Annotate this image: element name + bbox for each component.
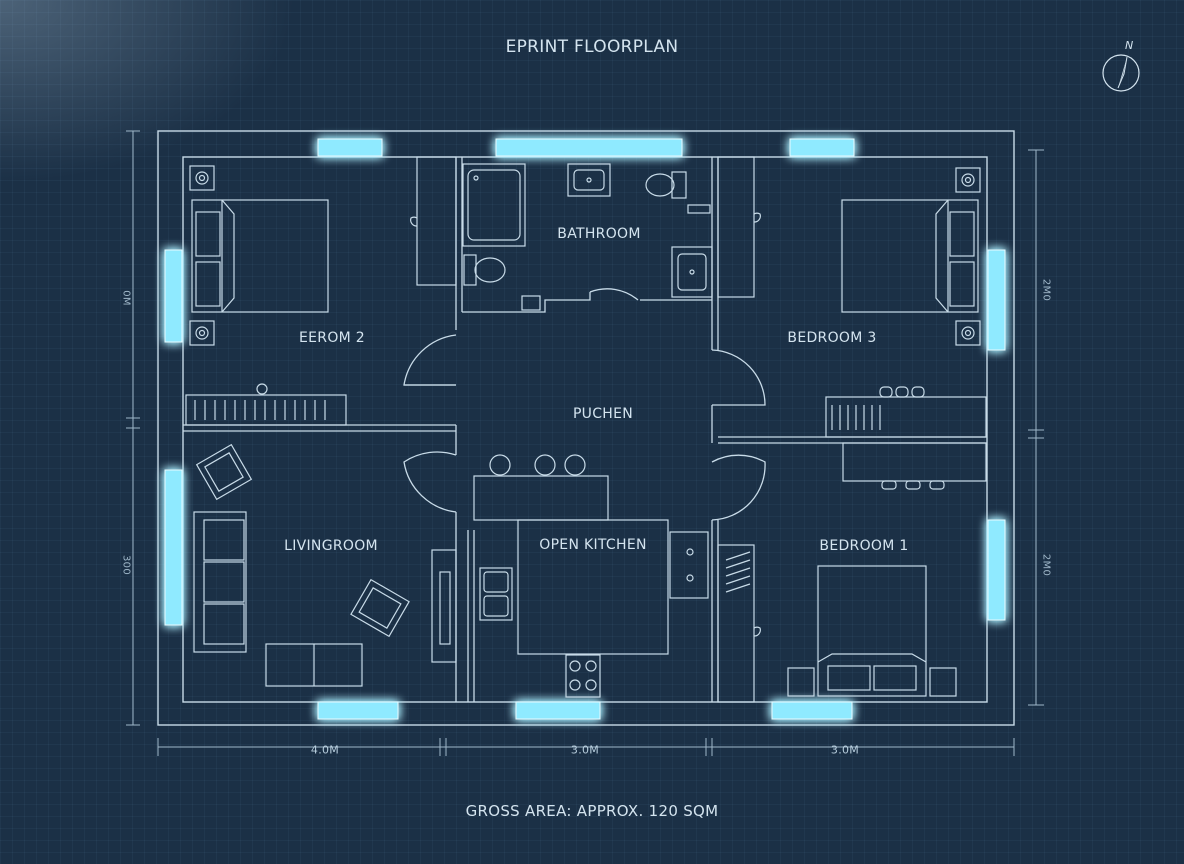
nightstand-icon bbox=[189, 165, 215, 346]
bedroom3-furniture bbox=[717, 156, 987, 438]
dimension-right-lower: 2M0 bbox=[1040, 553, 1052, 577]
window-right-2 bbox=[987, 519, 1006, 621]
room-label-bathroom: BATHROOM bbox=[557, 226, 641, 242]
bed-icon bbox=[817, 565, 927, 697]
toilet-icon bbox=[463, 171, 687, 286]
sofa-icon bbox=[193, 511, 247, 653]
dimension-bottom-right: 3.0M bbox=[830, 743, 860, 757]
nightstand-icon bbox=[787, 667, 815, 697]
bathtub-icon bbox=[462, 163, 526, 247]
wardrobe bbox=[717, 156, 755, 298]
dimension-lines bbox=[126, 130, 1044, 756]
room-label-bedroom2: EEROM 2 bbox=[299, 330, 365, 346]
room-label-hall: PUCHEN bbox=[572, 406, 634, 422]
bedroom2-furniture bbox=[185, 156, 457, 426]
window-right-1 bbox=[987, 249, 1006, 351]
stool-icon bbox=[564, 454, 586, 476]
stool-icon bbox=[534, 454, 556, 476]
window-top-1 bbox=[317, 138, 383, 157]
dimension-bottom-left: 4.0M bbox=[310, 743, 340, 757]
dining-bench bbox=[842, 442, 987, 482]
north-arrow-icon: N bbox=[1100, 39, 1142, 94]
tv-unit bbox=[431, 549, 457, 663]
room-label-kitchen: OPEN KITCHEN bbox=[539, 537, 647, 553]
armchair-icon bbox=[195, 443, 410, 638]
bed-icon bbox=[841, 199, 979, 313]
window-top-2 bbox=[495, 138, 683, 157]
dining-area bbox=[473, 442, 987, 521]
window-bottom-2 bbox=[515, 701, 601, 720]
room-label-bedroom3: BEDROOM 3 bbox=[787, 330, 877, 346]
desk-unit bbox=[825, 386, 987, 438]
living-furniture bbox=[193, 443, 457, 687]
stool-icon bbox=[489, 454, 511, 476]
window-left-2 bbox=[164, 469, 183, 626]
plan-title: EPRINT FLOORPLAN bbox=[505, 37, 679, 57]
nightstand-icon bbox=[929, 667, 957, 697]
wardrobe bbox=[717, 544, 761, 703]
dimension-left-upper: 0M bbox=[120, 290, 132, 306]
window-left-1 bbox=[164, 249, 183, 343]
kitchen-fixtures bbox=[479, 519, 709, 698]
room-label-living: LIVINGROOM bbox=[284, 538, 378, 554]
bed-icon bbox=[191, 199, 329, 313]
kitchen-island bbox=[473, 475, 609, 521]
windows bbox=[164, 138, 1006, 720]
north-label: N bbox=[1125, 39, 1134, 52]
dimension-left-lower: 300 bbox=[120, 555, 132, 575]
window-bottom-1 bbox=[317, 701, 399, 720]
bathroom-fixtures bbox=[462, 163, 713, 311]
room-label-bedroom1: BEDROOM 1 bbox=[819, 538, 909, 554]
dimension-bottom-mid: 3.0M bbox=[570, 743, 600, 757]
kitchen-counter bbox=[517, 519, 669, 655]
window-bottom-3 bbox=[771, 701, 853, 720]
nightstand-icon bbox=[955, 167, 981, 346]
shelf-unit bbox=[185, 383, 347, 426]
stove-icon bbox=[565, 654, 601, 698]
sink-icon bbox=[479, 567, 513, 621]
sink-icon bbox=[567, 163, 713, 298]
coffee-table bbox=[265, 643, 363, 687]
gross-area-caption: GROSS AREA: APPROX. 120 SQM bbox=[465, 802, 719, 820]
bedroom1-furniture bbox=[717, 544, 957, 703]
dimension-right-upper: 2M0 bbox=[1040, 278, 1052, 302]
exterior-walls bbox=[157, 130, 1015, 726]
window-top-3 bbox=[789, 138, 855, 157]
wardrobe bbox=[416, 156, 457, 286]
